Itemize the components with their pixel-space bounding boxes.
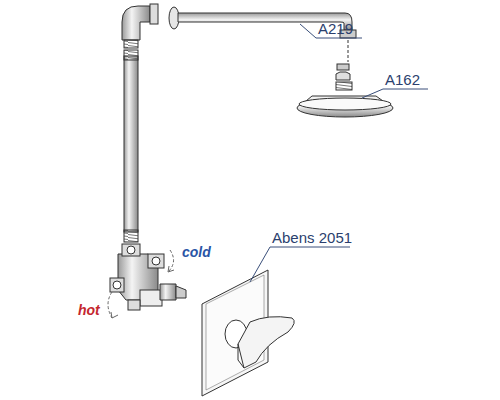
hot-inlet-label: hot: [78, 302, 100, 318]
cold-inlet-label: cold: [182, 244, 211, 260]
part-number: Abens 2051: [272, 229, 352, 246]
part-number: A162: [385, 71, 420, 88]
part-number: A219: [318, 20, 353, 37]
